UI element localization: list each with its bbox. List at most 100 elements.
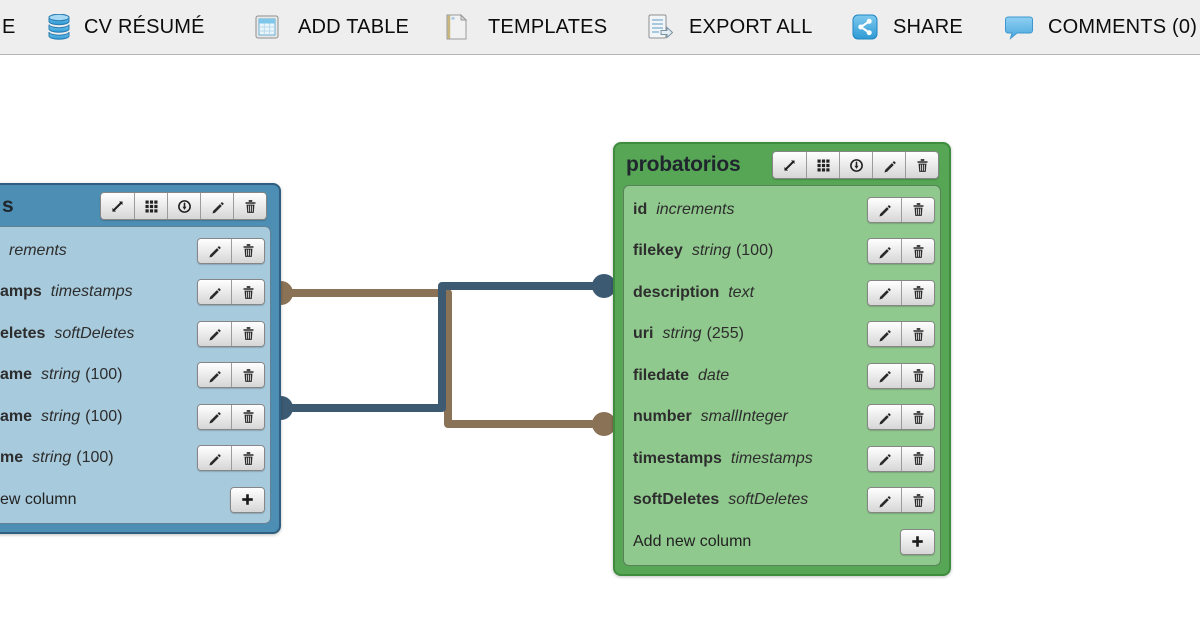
field-name: me: [0, 449, 24, 467]
trash-icon: [911, 368, 926, 383]
timestamps-button[interactable]: [167, 193, 200, 219]
table-data-button[interactable]: [134, 193, 167, 219]
toolbar-item-add-table[interactable]: ADD TABLE: [255, 0, 409, 54]
add-column-label: Add new column: [633, 532, 752, 550]
edit-column-button[interactable]: [198, 321, 231, 346]
comments-icon: [1005, 16, 1033, 40]
resize-table-button[interactable]: [101, 193, 134, 219]
relationship-line-navy[interactable]: [277, 282, 610, 412]
table-header[interactable]: s: [0, 185, 279, 226]
add-column-button[interactable]: [231, 487, 264, 512]
field-list: rements amps timestamps eletes softDelet…: [0, 226, 271, 524]
edit-column-button[interactable]: [198, 404, 231, 429]
pencil-icon: [877, 327, 892, 342]
edit-column-button[interactable]: [868, 363, 901, 388]
trash-icon: [911, 410, 926, 425]
row-buttons: [867, 321, 935, 348]
edit-column-button[interactable]: [868, 446, 901, 471]
field-size: (100): [85, 366, 123, 384]
field-size: (255): [706, 325, 744, 343]
delete-column-button[interactable]: [901, 488, 934, 513]
trash-icon: [911, 451, 926, 466]
toolbar-item-templates-label: TEMPLATES: [488, 15, 608, 38]
relationship-line-brown[interactable]: [277, 289, 610, 428]
trash-icon: [241, 451, 256, 466]
toolbar: E CV RÉSUMÉ ADD TABLE: [0, 0, 1200, 55]
trash-icon: [241, 326, 256, 341]
field-name: description: [633, 283, 720, 301]
field-type: softDeletes: [54, 324, 135, 342]
table-data-button[interactable]: [806, 152, 839, 178]
delete-column-button[interactable]: [231, 404, 264, 429]
delete-column-button[interactable]: [231, 238, 264, 263]
table-title: s: [2, 193, 14, 217]
table-row: ame string (100): [0, 355, 270, 397]
delete-column-button[interactable]: [231, 363, 264, 388]
table-header-buttons: [772, 151, 939, 179]
delete-column-button[interactable]: [901, 405, 934, 430]
pencil-icon: [207, 243, 222, 258]
field-name: softDeletes: [633, 491, 720, 509]
edit-column-button[interactable]: [198, 280, 231, 305]
trash-icon: [243, 199, 258, 214]
delete-table-button[interactable]: [905, 152, 938, 178]
row-buttons: [867, 362, 935, 389]
edit-column-button[interactable]: [868, 197, 901, 222]
pencil-icon: [210, 199, 225, 214]
delete-column-button[interactable]: [901, 363, 934, 388]
plus-icon: [240, 492, 255, 507]
add-column-row: Add new column: [624, 521, 940, 563]
pencil-icon: [207, 285, 222, 300]
edit-column-button[interactable]: [198, 363, 231, 388]
edit-column-button[interactable]: [198, 446, 231, 471]
edit-column-button[interactable]: [868, 239, 901, 264]
toolbar-item-export-all[interactable]: EXPORT ALL: [648, 0, 813, 54]
delete-column-button[interactable]: [901, 322, 934, 347]
resize-table-button[interactable]: [773, 152, 806, 178]
export-icon: [648, 14, 673, 39]
delete-column-button[interactable]: [901, 239, 934, 264]
pencil-icon: [877, 285, 892, 300]
row-buttons: [197, 279, 265, 306]
add-table-icon: [255, 15, 279, 39]
edit-column-button[interactable]: [198, 238, 231, 263]
connector-endpoint[interactable]: [592, 274, 616, 298]
delete-column-button[interactable]: [231, 446, 264, 471]
field-type: timestamps: [730, 449, 813, 467]
delete-column-button[interactable]: [231, 280, 264, 305]
connector-endpoint[interactable]: [592, 412, 616, 436]
delete-column-button[interactable]: [901, 197, 934, 222]
field-name: filekey: [633, 242, 683, 260]
add-column-button[interactable]: [901, 529, 934, 554]
field-type: string: [41, 407, 81, 425]
schema-table-left[interactable]: s rements amps timestamps: [0, 183, 281, 534]
pencil-icon: [877, 244, 892, 259]
table-row: eletes softDeletes: [0, 313, 270, 355]
toolbar-item-cv-resume-label: CV RÉSUMÉ: [84, 15, 205, 38]
toolbar-item-templates[interactable]: TEMPLATES: [445, 0, 607, 54]
table-row: timestamps timestamps: [624, 438, 940, 480]
delete-column-button[interactable]: [231, 321, 264, 346]
edit-table-button[interactable]: [872, 152, 905, 178]
schema-table-probatorios[interactable]: probatorios id increments filekey string…: [613, 142, 951, 576]
edit-table-button[interactable]: [200, 193, 233, 219]
toolbar-item-share-label: SHARE: [893, 15, 963, 38]
toolbar-item-share[interactable]: SHARE: [852, 0, 963, 54]
edit-column-button[interactable]: [868, 405, 901, 430]
delete-column-button[interactable]: [901, 280, 934, 305]
delete-table-button[interactable]: [233, 193, 266, 219]
toolbar-item-add-table-label: ADD TABLE: [298, 15, 410, 38]
delete-column-button[interactable]: [901, 446, 934, 471]
clock-icon: [849, 158, 864, 173]
toolbar-item-cv-resume[interactable]: CV RÉSUMÉ: [47, 0, 205, 54]
field-name: timestamps: [633, 449, 722, 467]
toolbar-item-comments[interactable]: COMMENTS (0): [1005, 0, 1197, 54]
toolbar-item-cutoff[interactable]: E: [2, 0, 16, 54]
edit-column-button[interactable]: [868, 280, 901, 305]
edit-column-button[interactable]: [868, 322, 901, 347]
add-column-label: ew column: [0, 490, 77, 508]
timestamps-button[interactable]: [839, 152, 872, 178]
table-header[interactable]: probatorios: [615, 144, 949, 185]
edit-column-button[interactable]: [868, 488, 901, 513]
field-type: timestamps: [50, 283, 133, 301]
